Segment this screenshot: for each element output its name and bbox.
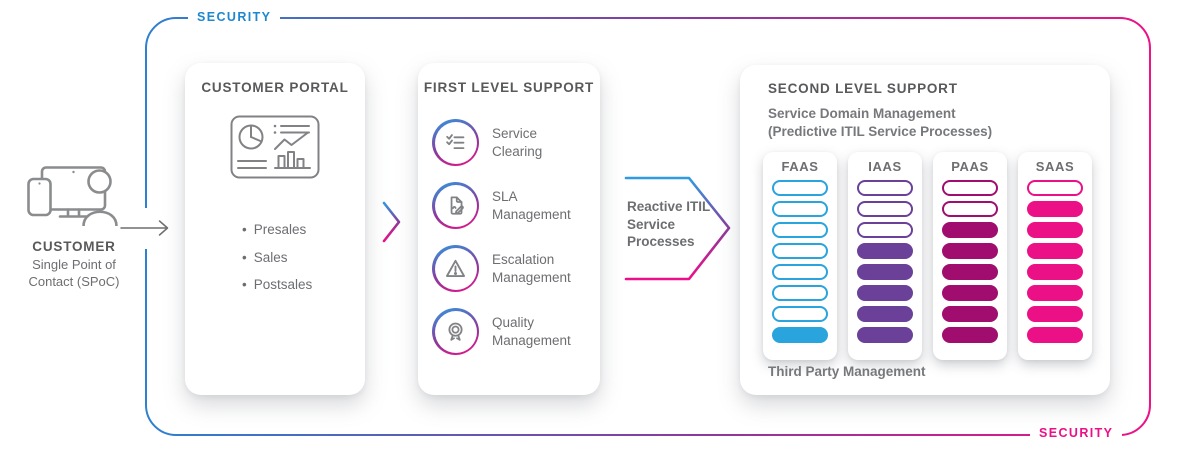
column-label: PAAS	[951, 159, 989, 174]
pill-outline	[772, 306, 828, 322]
pill-filled	[857, 243, 913, 259]
pill-filled	[1027, 222, 1083, 238]
first-level-support-card: FIRST LEVEL SUPPORT Service Clearing	[418, 63, 600, 395]
pill-outline	[772, 222, 828, 238]
pill-outline	[772, 243, 828, 259]
pill-outline	[857, 180, 913, 196]
pill-outline	[772, 285, 828, 301]
column-iaas: IAAS	[848, 152, 922, 360]
pill-outline	[772, 180, 828, 196]
pill-filled	[1027, 327, 1083, 343]
first-level-item-label: Quality Management	[492, 314, 571, 348]
pill-outline	[857, 201, 913, 217]
column-label: SAAS	[1035, 159, 1075, 174]
customer-title: CUSTOMER	[32, 239, 116, 254]
pill-outline	[772, 264, 828, 280]
pill-filled	[1027, 243, 1083, 259]
column-label: FAAS	[781, 159, 819, 174]
pill-filled	[942, 264, 998, 280]
first-level-item-service-clearing: Service Clearing	[432, 119, 600, 166]
second-level-support-card: SECOND LEVEL SUPPORT Service Domain Mana…	[740, 65, 1110, 395]
gradient-ring	[432, 182, 479, 229]
escalation-warning-icon	[446, 259, 465, 277]
security-label-bottom: SECURITY	[1030, 426, 1123, 440]
pill-outline	[772, 201, 828, 217]
gradient-ring	[432, 308, 479, 355]
first-level-item-escalation-management: Escalation Management	[432, 245, 600, 292]
customer-devices-icon	[27, 166, 118, 228]
customer-portal-title: CUSTOMER PORTAL	[201, 80, 349, 95]
checklist-icon	[446, 134, 465, 150]
column-paas: PAAS	[933, 152, 1007, 360]
first-level-item-sla-management: SLA Management	[432, 182, 600, 229]
customer-arrow	[120, 220, 169, 236]
dashboard-icon	[230, 115, 320, 179]
pill-filled	[1027, 306, 1083, 322]
pill-outline	[1027, 180, 1083, 196]
pill-filled	[857, 285, 913, 301]
customer-portal-card: CUSTOMER PORTAL Presales	[185, 63, 365, 395]
column-faas: FAAS	[763, 152, 837, 360]
portal-service-list: Presales Sales Postsales	[185, 222, 365, 292]
column-saas: SAAS	[1018, 152, 1092, 360]
pill-filled	[857, 306, 913, 322]
pill-filled	[1027, 264, 1083, 280]
pill-outline	[942, 180, 998, 196]
pill-filled	[857, 327, 913, 343]
service-columns: FAAS IAAS PAAS SAAS	[763, 152, 1092, 360]
pill-filled	[942, 222, 998, 238]
pill-filled	[1027, 201, 1083, 217]
customer-subtitle: Single Point of Contact (SPoC)	[28, 257, 120, 289]
saas-pill-stack	[1018, 180, 1092, 343]
reactive-arrow	[624, 176, 731, 281]
pill-filled	[1027, 285, 1083, 301]
security-label-top: SECURITY	[188, 10, 281, 24]
portal-item-postsales: Postsales	[242, 277, 365, 292]
first-level-title: FIRST LEVEL SUPPORT	[423, 80, 595, 95]
pill-filled	[942, 306, 998, 322]
pill-filled	[857, 264, 913, 280]
customer-block: CUSTOMER Single Point of Contact (SPoC)	[12, 164, 136, 290]
sla-document-icon	[450, 196, 464, 215]
first-level-item-label: SLA Management	[492, 188, 571, 222]
gradient-ring	[432, 119, 479, 166]
pill-outline	[942, 201, 998, 217]
third-party-management-label: Third Party Management	[768, 364, 926, 379]
portal-item-sales: Sales	[242, 250, 365, 265]
reactive-itil-label: Reactive ITIL Service Processes	[627, 199, 711, 250]
first-level-item-quality-management: Quality Management	[432, 308, 600, 355]
iaas-pill-stack	[848, 180, 922, 343]
paas-pill-stack	[933, 180, 1007, 343]
pill-outline	[857, 222, 913, 238]
portal-item-presales: Presales	[242, 222, 365, 237]
service-domain-subtitle: Service Domain Management (Predictive IT…	[768, 106, 993, 139]
quality-award-icon	[448, 322, 463, 341]
pill-filled	[942, 285, 998, 301]
pill-filled	[942, 243, 998, 259]
gradient-ring	[432, 245, 479, 292]
column-label: IAAS	[868, 159, 902, 174]
second-level-title: SECOND LEVEL SUPPORT	[768, 81, 958, 96]
pill-filled	[942, 327, 998, 343]
pill-filled	[772, 327, 828, 343]
faas-pill-stack	[763, 180, 837, 343]
first-level-item-label: Escalation Management	[492, 251, 571, 285]
first-level-item-label: Service Clearing	[492, 125, 543, 159]
flow-chevron	[382, 201, 401, 243]
